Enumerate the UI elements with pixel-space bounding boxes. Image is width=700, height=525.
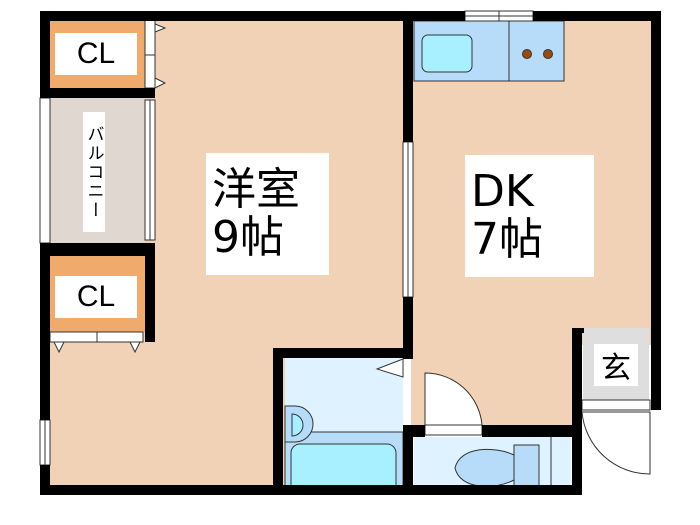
kitchen-sink-icon <box>421 34 473 73</box>
closet-bottom-label: CL <box>55 276 137 318</box>
bath-door <box>403 358 411 426</box>
closet-top-door <box>144 19 156 89</box>
dk-name: DK <box>471 166 534 217</box>
closet-door-arrow-icon <box>129 341 141 354</box>
toilet-bowl-icon <box>454 448 515 487</box>
closet-top-label: CL <box>55 33 137 75</box>
closet-door-arrow-icon <box>53 341 65 354</box>
western-room-label: 洋室 9帖 <box>206 153 329 275</box>
dk-size: 7帖 <box>471 214 543 265</box>
dk-label: DK 7帖 <box>465 155 594 277</box>
toilet-door-swing-icon <box>424 372 483 426</box>
closet-door-arrow-icon <box>154 23 167 33</box>
western-room-size: 9帖 <box>212 212 284 263</box>
western-room-name: 洋室 <box>212 164 300 215</box>
walls <box>40 11 661 495</box>
balcony-label: バルコニー <box>83 112 105 232</box>
entrance-label: 玄 <box>594 344 638 386</box>
entrance-door-swing-icon <box>581 411 651 475</box>
bath-door-arrow-icon <box>375 358 404 378</box>
stove-burner-icon <box>543 49 553 59</box>
closet-door-arrow-icon <box>154 77 167 89</box>
stove-burner-icon <box>522 49 532 59</box>
